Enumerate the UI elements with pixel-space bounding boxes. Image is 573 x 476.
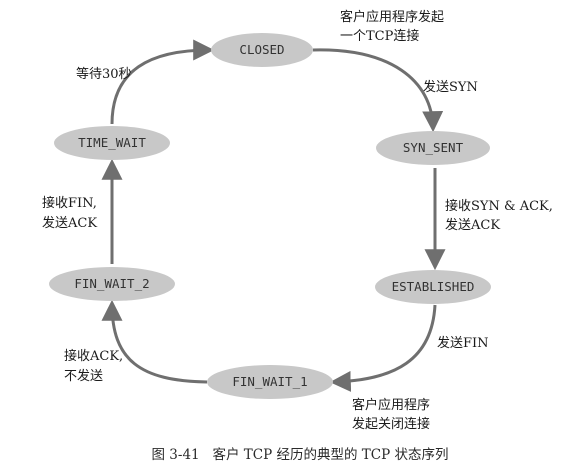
state-fin-wait-1-label: FIN_WAIT_1 <box>232 374 307 389</box>
label-recv-fin: 接收FIN, 发送ACK <box>42 195 101 231</box>
state-syn-sent-label: SYN_SENT <box>403 140 464 155</box>
state-fin-wait-2: FIN_WAIT_2 <box>49 267 175 301</box>
state-closed-label: CLOSED <box>239 42 284 57</box>
arrow-established-to-fin-wait-1 <box>329 304 437 392</box>
state-time-wait-label: TIME_WAIT <box>78 135 146 150</box>
label-send-fin: 发送FIN <box>437 335 489 351</box>
label-wait-30s: 等待30秒 <box>76 66 132 82</box>
transition-arrows <box>101 39 446 392</box>
state-time-wait: TIME_WAIT <box>54 126 170 160</box>
label-recv-synack: 接收SYN & ACK, 发送ACK <box>445 198 557 233</box>
state-fin-wait-1: FIN_WAIT_1 <box>207 365 333 399</box>
label-recv-ack: 接收ACK, 不发送 <box>64 348 127 384</box>
state-syn-sent: SYN_SENT <box>376 131 490 165</box>
label-client-start: 客户应用程序发起 一个TCP连接 <box>340 9 448 44</box>
label-client-close: 客户应用程序 发起关闭连接 <box>352 397 434 432</box>
state-closed: CLOSED <box>211 33 313 67</box>
state-established: ESTABLISHED <box>375 270 491 304</box>
arrow-fin-wait-1-to-fin-wait-2 <box>101 299 208 384</box>
label-send-syn: 发送SYN <box>423 79 478 95</box>
figure-caption: 图 3-41 客户 TCP 经历的典型的 TCP 状态序列 <box>152 446 449 463</box>
state-fin-wait-2-label: FIN_WAIT_2 <box>74 276 149 291</box>
arrow-closed-to-syn-sent <box>312 48 444 133</box>
arrow-time-wait-to-closed <box>110 39 215 125</box>
state-established-label: ESTABLISHED <box>392 279 475 294</box>
